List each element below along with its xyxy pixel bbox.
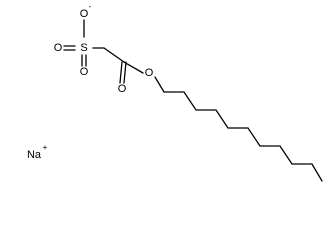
bond-o-c1 — [154, 76, 165, 93]
sodium-label: Na — [27, 149, 42, 161]
bond-ch2-c — [103, 47, 125, 63]
oxygen-anion-charge: - — [89, 2, 92, 11]
bond-c-o-double-b — [123, 61, 127, 84]
oxygen-bottom-label: O — [80, 66, 89, 78]
oxygen-anion-label: O — [80, 8, 89, 20]
oxygen-left-label: O — [54, 42, 63, 54]
bond-c-o-ester — [123, 61, 144, 74]
ester-oxygen-label: O — [145, 67, 154, 79]
sodium-charge: + — [43, 143, 48, 152]
bond-c-o-double-a — [119, 61, 123, 84]
carbonyl-oxygen-label: O — [118, 83, 127, 95]
chemical-structure: O - S O O O O Na + — [27, 2, 323, 182]
sulfur-label: S — [80, 42, 87, 54]
decyl-chain — [163, 91, 323, 182]
